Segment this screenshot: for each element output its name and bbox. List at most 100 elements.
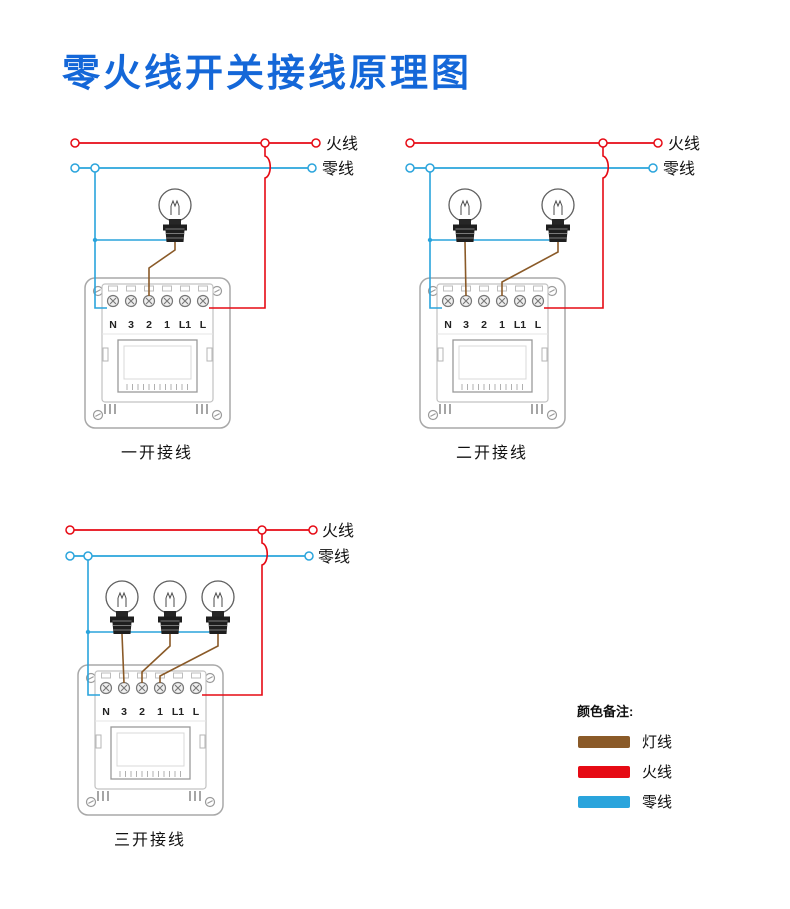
wire-node xyxy=(308,525,318,535)
wire-node xyxy=(70,163,80,173)
terminal-label-3: 3 xyxy=(463,319,469,331)
junction-dot xyxy=(427,237,433,243)
terminal-screw xyxy=(531,294,545,308)
wire-node xyxy=(260,138,270,148)
neutral-label: 零线 xyxy=(663,160,695,178)
wire-node xyxy=(70,138,80,148)
terminal-label-n: N xyxy=(444,319,452,331)
terminal-screw xyxy=(189,681,203,695)
neutral-wire-to-switch xyxy=(429,172,442,309)
terminal-label-1: 1 xyxy=(157,706,163,718)
terminal-label-l: L xyxy=(200,319,207,331)
terminal-screw xyxy=(153,681,167,695)
terminal-label-l1: L1 xyxy=(514,319,526,331)
terminal-label-1: 1 xyxy=(499,319,505,331)
corner-screw xyxy=(204,796,216,808)
terminal-label-3: 3 xyxy=(128,319,134,331)
terminal-label-n: N xyxy=(102,706,110,718)
terminal-label-3: 3 xyxy=(121,706,127,718)
display-inner xyxy=(123,345,192,380)
terminal-screw xyxy=(135,681,149,695)
legend-heading: 颜色备注: xyxy=(577,704,633,719)
legend-swatch-lamp xyxy=(578,736,630,748)
switch-panel: N 3 2 1 L1 L xyxy=(84,277,231,429)
wire-node xyxy=(65,551,75,561)
wire-node xyxy=(648,163,658,173)
wire-node xyxy=(65,525,75,535)
display-inner xyxy=(458,345,527,380)
corner-screw xyxy=(546,409,558,421)
terminal-label-2: 2 xyxy=(139,706,145,718)
display-inner xyxy=(116,732,185,767)
lamp-wire xyxy=(148,242,176,296)
light-bulb xyxy=(153,580,187,635)
junction-dot xyxy=(85,629,91,635)
terminal-label-l1: L1 xyxy=(179,319,191,331)
terminal-labels: N 3 2 1 L1 L xyxy=(444,319,542,331)
terminal-labels: N 3 2 1 L1 L xyxy=(102,706,200,718)
legend-label-live: 火线 xyxy=(642,764,672,781)
vent-right xyxy=(531,404,543,414)
light-bulb xyxy=(201,580,235,635)
corner-screw xyxy=(427,409,439,421)
side-clip-left xyxy=(437,347,444,362)
junction-dot xyxy=(92,237,98,243)
terminal-label-l1: L1 xyxy=(172,706,184,718)
corner-screw xyxy=(92,409,104,421)
terminal-label-l: L xyxy=(535,319,542,331)
terminal-screw xyxy=(513,294,527,308)
terminal-screw xyxy=(477,294,491,308)
vent-left xyxy=(97,791,109,801)
wire-node xyxy=(307,163,317,173)
terminal-screw xyxy=(124,294,138,308)
diagram-caption: 一开接线 xyxy=(121,444,193,462)
wiring xyxy=(405,138,663,309)
legend-swatch-live xyxy=(578,766,630,778)
wiring xyxy=(70,138,321,309)
terminal-screw xyxy=(106,294,120,308)
live-label: 火线 xyxy=(326,135,358,153)
terminal-screw xyxy=(196,294,210,308)
wiring xyxy=(65,525,318,696)
wire-node xyxy=(90,163,100,173)
legend-label-lamp: 灯线 xyxy=(642,734,672,751)
live-label: 火线 xyxy=(322,522,354,540)
terminal-screw xyxy=(171,681,185,695)
terminal-screw xyxy=(142,294,156,308)
page-title: 零火线开关接线原理图 xyxy=(62,53,472,95)
neutral-label: 零线 xyxy=(318,548,350,566)
lamp-wire-1 xyxy=(121,633,125,684)
live-label: 火线 xyxy=(668,135,700,153)
wire-node xyxy=(598,138,608,148)
wire-node xyxy=(257,525,267,535)
lamp-wire-3 xyxy=(159,634,219,683)
display-ticks xyxy=(119,771,181,777)
side-clip-left xyxy=(95,734,102,749)
terminal-label-1: 1 xyxy=(164,319,170,331)
neutral-wire-to-switch xyxy=(87,560,100,696)
terminal-label-2: 2 xyxy=(146,319,152,331)
light-bulb xyxy=(541,188,575,243)
wire-node xyxy=(425,163,435,173)
live-wire-to-switch xyxy=(209,147,272,309)
terminal-label-2: 2 xyxy=(481,319,487,331)
neutral-label: 零线 xyxy=(322,160,354,178)
terminal-screw xyxy=(117,681,131,695)
corner-screw xyxy=(85,796,97,808)
switch-panel: N 3 2 1 L1 L xyxy=(419,277,566,429)
lamp-wire-1 xyxy=(464,241,467,297)
live-wire-to-switch xyxy=(544,147,610,309)
diagram-caption: 二开接线 xyxy=(456,444,528,462)
side-clip-left xyxy=(102,347,109,362)
light-bulb xyxy=(448,188,482,243)
terminal-screw xyxy=(178,294,192,308)
wire-node xyxy=(311,138,321,148)
side-clip-right xyxy=(199,734,206,749)
terminal-label-n: N xyxy=(109,319,117,331)
terminal-notches xyxy=(108,285,208,292)
lamp-wire-2 xyxy=(501,242,559,296)
light-bulb xyxy=(158,188,192,243)
side-clip-right xyxy=(541,347,548,362)
diagram-one-gang: N 3 2 1 L1 L xyxy=(70,135,358,462)
